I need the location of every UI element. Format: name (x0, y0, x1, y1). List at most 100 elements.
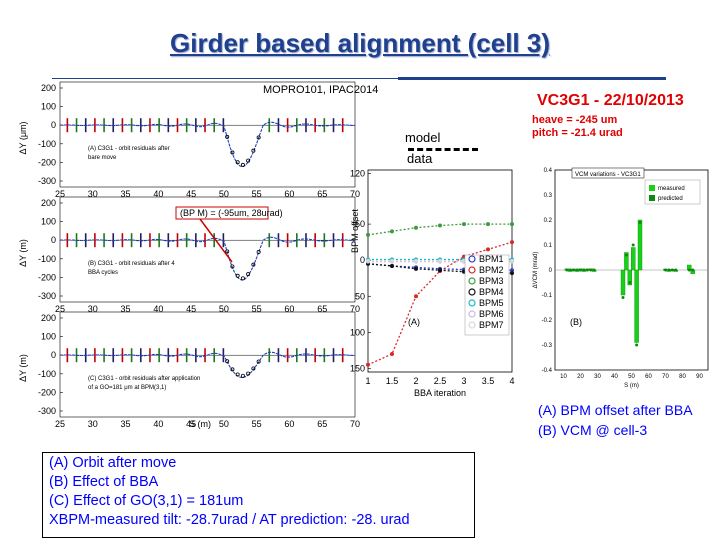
measured-bar (634, 269, 639, 343)
y-tick-label: 150 (350, 363, 365, 373)
lattice-marker (268, 118, 271, 133)
series-point (366, 258, 370, 263)
legend-model-dash (408, 148, 478, 151)
legend-marker (468, 266, 476, 274)
predicted-point (667, 268, 671, 272)
vcm-header: VC3G1 - 22/10/2013 (537, 92, 684, 109)
series-point (366, 232, 370, 237)
model-curve (59, 236, 355, 281)
measured-bar (631, 247, 636, 271)
predicted-point (638, 221, 642, 224)
x-tick-label: 70 (662, 374, 669, 380)
y-tick-label: 0 (51, 120, 56, 130)
lattice-marker (195, 348, 197, 363)
predicted-point (568, 268, 572, 272)
lattice-marker (195, 118, 197, 133)
predicted-point (674, 268, 678, 272)
predicted-point (670, 268, 674, 272)
predicted-point (565, 268, 569, 272)
data-point (230, 367, 235, 372)
series-point (366, 362, 370, 367)
predicted-point (621, 296, 625, 299)
x-tick-label: 50 (219, 419, 229, 429)
predicted-point (635, 343, 639, 347)
x-tick-label: 45 (186, 189, 196, 199)
y-tick-label: 50 (355, 219, 365, 229)
x-tick-label: 3.5 (482, 376, 495, 386)
legend-marker (649, 185, 655, 191)
lattice-marker (130, 118, 133, 133)
lattice-marker (167, 118, 170, 133)
series-point (510, 240, 514, 245)
slide-title: Girder based alignment (cell 3) (170, 28, 550, 58)
panel-caption: (A) C3G1 - orbit residuals after (88, 146, 170, 152)
lattice-marker (296, 233, 298, 248)
series-point (510, 271, 514, 276)
legend-entry: predicted (658, 196, 683, 202)
lattice-marker (277, 118, 280, 133)
reference-label: MOPRO101, IPAC2014 (263, 84, 379, 96)
series-point (438, 268, 442, 273)
x-tick-label: 70 (350, 304, 360, 314)
y-tick-label: 100 (41, 102, 56, 112)
x-tick-label: 40 (153, 304, 163, 314)
right-caption-line: (B) VCM @ cell-3 (538, 422, 647, 438)
lattice-marker (268, 233, 271, 248)
data-point (225, 249, 230, 254)
y-axis-label: ΔY (m) (18, 354, 28, 382)
data-point (256, 249, 261, 254)
x-tick-label: 80 (679, 374, 686, 380)
data-point (235, 273, 240, 278)
y-tick-label: 0 (360, 255, 365, 265)
x-tick-label: 50 (219, 189, 229, 199)
lattice-marker (130, 348, 133, 363)
predicted-point (631, 243, 635, 247)
x-tick-label: 90 (696, 374, 703, 380)
predicted-point (585, 268, 589, 272)
series-point (390, 229, 394, 234)
series-point (486, 222, 490, 227)
legend-marker (468, 321, 476, 329)
lattice-marker (167, 348, 170, 363)
y-tick-label: -300 (38, 406, 56, 416)
y-tick-label: -0.2 (542, 318, 553, 324)
legend-entry: BPM7 (479, 320, 504, 330)
lattice-marker (305, 233, 307, 248)
y-tick-label: 120 (350, 169, 365, 179)
data-point (240, 373, 245, 378)
orbit-panel-frame (59, 196, 356, 303)
x-tick-label: 2 (413, 376, 418, 386)
series-point (414, 266, 418, 271)
summary-line: (C) Effect of GO(3,1) = 181um (49, 493, 244, 509)
annotation-label: (BP M) = (-95um, 28urad) (180, 208, 283, 218)
y-tick-label: -0.1 (542, 293, 553, 299)
measured-bar (624, 252, 629, 271)
x-tick-label: 70 (350, 419, 360, 429)
x-axis-label: S (m) (189, 419, 211, 429)
lattice-marker (158, 348, 160, 363)
y-tick-label: 200 (41, 313, 56, 323)
x-tick-label: 60 (284, 189, 294, 199)
x-tick-label: 65 (317, 189, 327, 199)
lattice-marker (195, 233, 197, 248)
measured-bar (627, 269, 632, 286)
data-point (240, 162, 245, 167)
measured-bar (620, 269, 626, 296)
vcm-chart-title: VCM variations - VC3G1 (575, 172, 641, 178)
y-tick-label: 100 (41, 217, 56, 227)
predicted-point (582, 268, 586, 272)
predicted-point (592, 268, 596, 272)
x-tick-label: 60 (645, 374, 652, 380)
x-tick-label: 30 (88, 304, 98, 314)
x-tick-label: 35 (121, 419, 131, 429)
legend-marker (468, 310, 476, 318)
legend-marker (468, 288, 476, 296)
legend-marker (468, 277, 476, 285)
x-tick-label: 30 (594, 374, 601, 380)
panel-caption: bare move (88, 155, 117, 161)
x-tick-label: 25 (55, 189, 65, 199)
x-tick-label: 35 (121, 304, 131, 314)
x-tick-label: 4 (509, 376, 514, 386)
data-point (246, 371, 251, 376)
